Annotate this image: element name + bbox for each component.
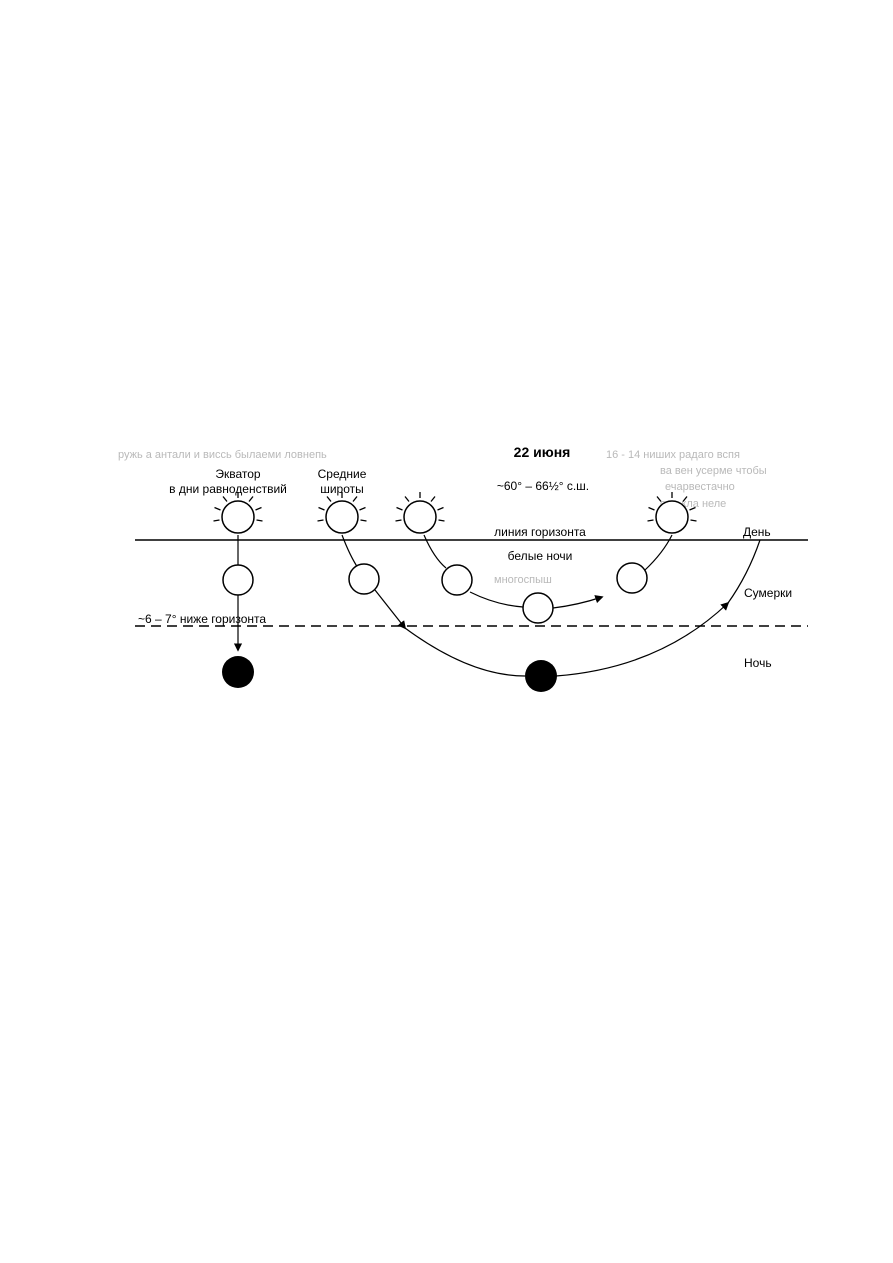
label-date: 22 июня	[514, 444, 571, 460]
twilight-sun-icon-highlat-2	[522, 592, 554, 624]
sun-icon-midlat	[317, 492, 367, 534]
sun-icon-highlat-rise	[647, 492, 697, 534]
white-nights-path-arrow	[552, 595, 604, 609]
faint-text-right-top: 16 - 14 ниших радаго вспя	[606, 449, 740, 461]
midlat-path-rise-arrow	[555, 601, 730, 677]
midlat-path-to-night	[404, 627, 526, 677]
twilight-sun-icon-highlat-3	[616, 562, 648, 594]
midlat-path-end	[727, 539, 761, 604]
sun-icon-equator	[213, 492, 263, 534]
white-nights-path-down	[469, 591, 524, 608]
label-midlat-2: широты	[320, 482, 364, 496]
night-sun-icon-equator	[222, 656, 254, 688]
label-latitude: ~60° – 66½° с.ш.	[497, 479, 589, 493]
faint-text-right-3: ечарвестачно	[665, 481, 735, 493]
midlat-path-arrow-down	[374, 589, 407, 630]
faint-text-right-2: ва вен усерме чтобы	[660, 465, 767, 477]
label-white-nights: белые ночи	[508, 549, 573, 563]
label-equinox: в дни равноденствий	[169, 482, 287, 496]
label-day: День	[743, 525, 771, 539]
twilight-sun-icon-highlat-1	[441, 564, 473, 596]
label-horizon: линия горизонта	[494, 525, 586, 539]
white-nights-path-start	[423, 534, 447, 569]
label-midlat-1: Средние	[318, 467, 367, 481]
faint-text-inner: многоспыш	[494, 574, 552, 586]
sun-icon-highlat-set	[395, 492, 445, 534]
label-below-horizon: ~6 – 7° ниже горизонта	[138, 612, 266, 626]
white-nights-path-end	[644, 534, 673, 571]
label-night: Ночь	[744, 656, 772, 670]
twilight-sun-icon-equator	[222, 564, 254, 596]
faint-text-left-top: ружь а антали и виссь былаеми ловнепь	[118, 449, 327, 461]
faint-background-text: ружь а антали и виссь былаеми ловнепь 16…	[118, 449, 767, 586]
twilight-sun-icon-midlat	[348, 563, 380, 595]
label-twilight: Сумерки	[744, 586, 792, 600]
night-sun-icon-midlat	[525, 660, 557, 692]
label-equator: Экватор	[215, 467, 261, 481]
